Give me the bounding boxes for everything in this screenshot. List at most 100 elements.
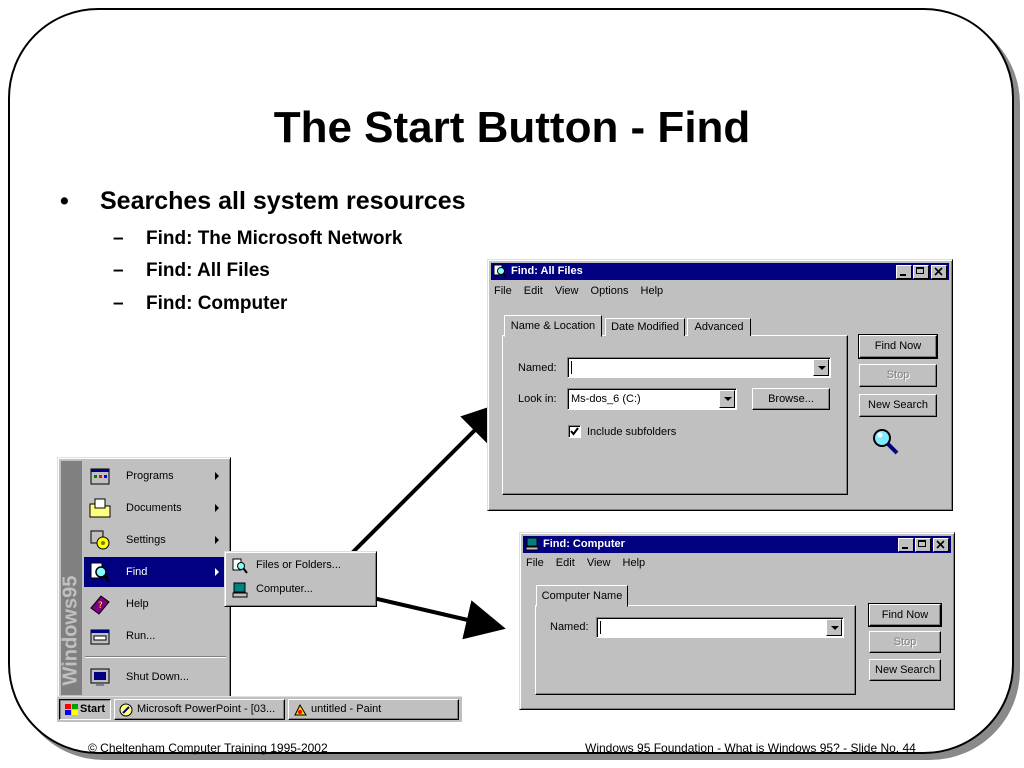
programs-icon [90,468,110,485]
windows95-brand: Windows95 [59,575,82,686]
menu-view[interactable]: View [586,557,611,569]
tab-name-location[interactable]: Name & Location [504,315,602,337]
look-in-combobox[interactable]: Ms-dos_6 (C:) [567,388,737,410]
submenu-files-or-folders[interactable]: Files or Folders... [228,555,373,577]
find-files-titlebar[interactable]: Find: All Files [491,263,949,280]
main-bullet: • Searches all system resources [60,187,466,216]
find-all-files-window[interactable]: Find: All Files File Edit View Options H… [487,259,953,511]
menu-help[interactable]: Help [640,285,664,297]
taskbar-paint[interactable]: untitled - Paint [288,699,459,720]
find-files-icon [232,558,248,574]
computer-icon [525,537,539,551]
run-icon [90,629,110,645]
taskbar-powerpoint[interactable]: Microsoft PowerPoint - [03... [114,699,285,720]
start-menu-settings[interactable]: Settings [84,525,227,555]
start-menu-find[interactable]: Find [84,557,227,587]
paint-task-label: untitled - Paint [311,703,382,715]
find-magnifier-icon [493,264,507,278]
dash-3: – [113,293,124,314]
shut-down-label: Shut Down... [126,671,189,683]
tab-date-modified[interactable]: Date Modified [605,318,685,336]
chevron-right-icon [215,472,219,480]
chevron-down-icon[interactable] [719,390,735,408]
dash-2: – [113,260,124,281]
maximize-button[interactable] [913,265,929,279]
find-computer-menubar: File Edit View Help [526,557,654,569]
programs-label: Programs [126,470,174,482]
start-label: Start [80,703,106,715]
menu-separator [85,656,226,658]
tab-computer-name[interactable]: Computer Name [536,585,628,607]
settings-icon [90,530,110,550]
find-label: Find [126,566,148,578]
start-menu-programs[interactable]: Programs [84,461,227,491]
windows-logo-icon [65,704,78,715]
find-icon [90,562,110,582]
help-label: Help [126,598,149,610]
chevron-right-icon [215,504,219,512]
menu-edit[interactable]: Edit [523,285,543,297]
submenu-computer[interactable]: Computer... [228,579,373,601]
checkmark-icon [570,427,579,436]
slide-title: The Start Button - Find [273,103,751,152]
menu-file[interactable]: File [494,285,512,297]
menu-file[interactable]: File [526,557,544,569]
search-magnifier-icon [873,429,899,455]
new-search-button[interactable]: New Search [859,394,937,417]
chevron-down-icon[interactable] [826,619,842,636]
find-submenu: Files or Folders... Computer... [224,551,377,607]
menu-help[interactable]: Help [622,557,646,569]
find-computer-window[interactable]: Find: Computer File Edit View Help Compu… [519,532,955,710]
start-menu-shut-down[interactable]: Shut Down... [84,662,227,692]
sub-bullet-1: Find: The Microsoft Network [146,228,403,249]
minimize-button[interactable] [896,265,912,279]
start-menu-stripe: Windows95 [59,461,82,695]
chevron-right-icon [215,536,219,544]
start-menu-help[interactable]: ? Help [84,589,227,619]
include-subfolders-label: Include subfolders [587,426,677,438]
menu-edit[interactable]: Edit [555,557,575,569]
shut-down-icon [90,668,110,686]
help-book-icon: ? [90,595,110,615]
computer-new-search-button[interactable]: New Search [869,659,941,681]
bullet-mark: • [60,187,69,215]
named-combobox[interactable] [567,357,831,378]
arrow-to-find-files [346,402,503,559]
start-menu: Windows95 Programs Documents Settings Fi… [57,457,231,699]
stop-button[interactable]: Stop [859,364,937,387]
find-computer-titlebar[interactable]: Find: Computer [523,536,951,553]
find-now-button[interactable]: Find Now [858,334,938,359]
find-files-title: Find: All Files [511,265,583,277]
start-menu-run[interactable]: Run... [84,621,227,651]
dash-1: – [113,228,124,249]
minimize-button[interactable] [898,538,914,552]
tab-advanced[interactable]: Advanced [687,318,751,336]
chevron-down-icon[interactable] [813,359,829,376]
computer-named-combobox[interactable] [596,617,844,638]
close-button[interactable] [931,265,947,279]
close-icon [936,540,945,549]
look-in-value: Ms-dos_6 (C:) [571,393,641,405]
computer-find-now-button[interactable]: Find Now [868,603,942,627]
computer-named-label: Named: [550,621,589,633]
maximize-button[interactable] [915,538,931,552]
close-button[interactable] [933,538,949,552]
paint-icon [294,703,307,716]
documents-folder-icon [89,498,111,518]
find-computer-tab-panel [535,605,856,695]
taskbar: Start Microsoft PowerPoint - [03... unti… [57,696,462,722]
sub-bullet-3: Find: Computer [146,293,288,314]
files-or-folders-label: Files or Folders... [256,559,341,571]
settings-label: Settings [126,534,166,546]
browse-button[interactable]: Browse... [752,388,830,410]
powerpoint-task-label: Microsoft PowerPoint - [03... [137,703,276,715]
menu-options[interactable]: Options [590,285,629,297]
find-files-menubar: File Edit View Options Help [494,285,672,297]
menu-view[interactable]: View [554,285,579,297]
start-button[interactable]: Start [59,699,111,720]
sub-bullet-2: Find: All Files [146,260,270,281]
computer-stop-button[interactable]: Stop [869,631,941,653]
close-icon [934,267,943,276]
start-menu-documents[interactable]: Documents [84,493,227,523]
include-subfolders-checkbox[interactable] [568,425,581,438]
